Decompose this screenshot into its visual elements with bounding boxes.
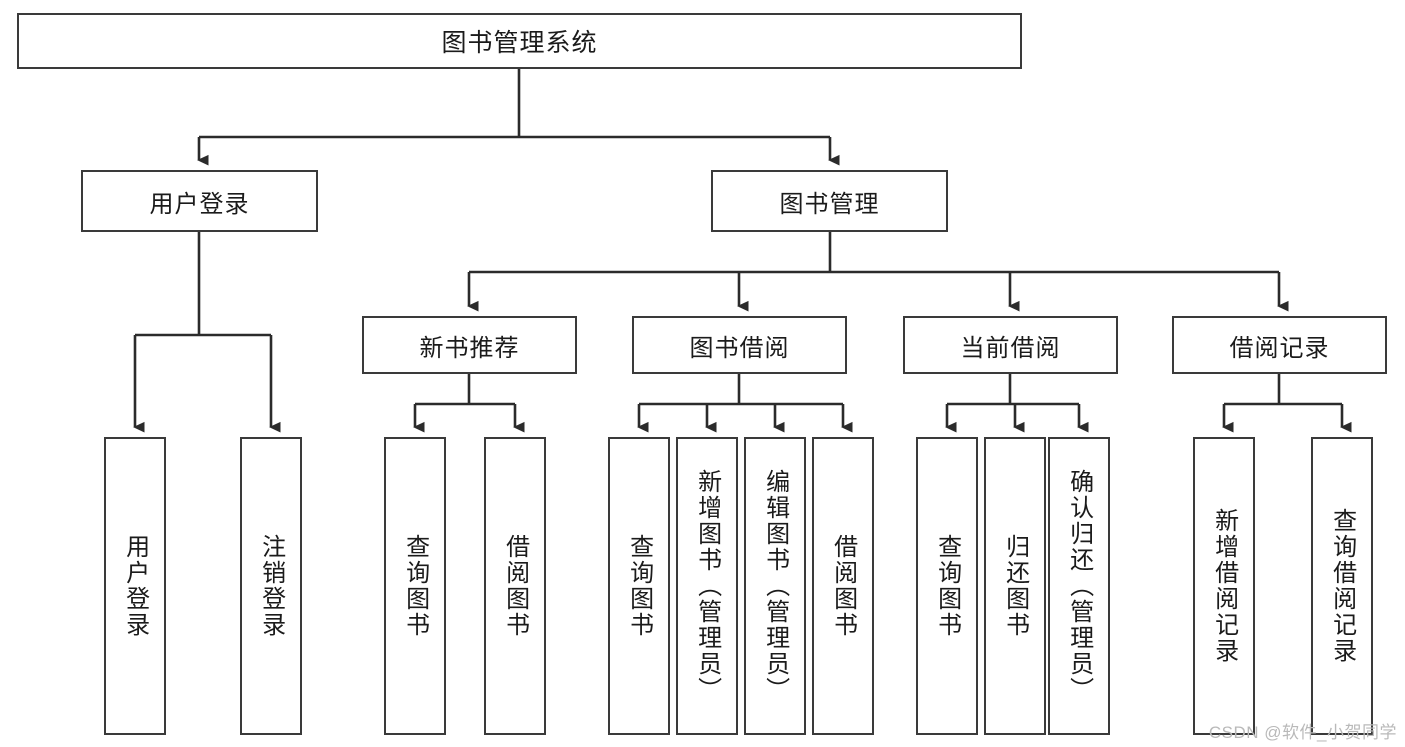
node-label: 查询借阅记录: [1328, 508, 1356, 664]
leaf-user-login-logout[interactable]: 注销登录: [240, 437, 302, 735]
leaf-user-login-login[interactable]: 用户登录: [104, 437, 166, 735]
leaf-new-book-borrow-book[interactable]: 借阅图书: [484, 437, 546, 735]
node-label: 用户登录: [121, 534, 149, 638]
node-book-borrow[interactable]: 图书借阅: [632, 316, 847, 374]
node-label: 借阅记录: [1229, 334, 1330, 362]
leaf-book-borrow-add-book-admin[interactable]: 新增图书（管理员）: [676, 437, 738, 735]
node-label: 查询图书: [933, 534, 961, 638]
node-label: 编辑图书（管理员）: [761, 469, 789, 703]
node-book-management[interactable]: 图书管理: [711, 170, 948, 232]
leaf-book-borrow-edit-book-admin[interactable]: 编辑图书（管理员）: [744, 437, 806, 735]
node-label: 图书借阅: [689, 334, 790, 362]
node-label: 图书管理: [779, 190, 880, 218]
node-label: 用户登录: [149, 190, 250, 218]
node-label: 借阅图书: [501, 534, 529, 638]
node-label: 查询图书: [401, 534, 429, 638]
leaf-current-borrow-query-book[interactable]: 查询图书: [916, 437, 978, 735]
leaf-current-borrow-return-book[interactable]: 归还图书: [984, 437, 1046, 735]
leaf-borrow-record-add-record[interactable]: 新增借阅记录: [1193, 437, 1255, 735]
node-label: 注销登录: [257, 534, 285, 638]
node-label: 归还图书: [1001, 534, 1029, 638]
node-user-login[interactable]: 用户登录: [81, 170, 318, 232]
leaf-borrow-record-query-record[interactable]: 查询借阅记录: [1311, 437, 1373, 735]
node-current-borrow[interactable]: 当前借阅: [903, 316, 1118, 374]
leaf-book-borrow-query-book[interactable]: 查询图书: [608, 437, 670, 735]
node-label: 当前借阅: [960, 334, 1061, 362]
node-new-book-recommend[interactable]: 新书推荐: [362, 316, 577, 374]
node-borrow-record[interactable]: 借阅记录: [1172, 316, 1387, 374]
node-label: 查询图书: [625, 534, 653, 638]
node-label: 图书管理系统: [441, 29, 598, 57]
node-label: 借阅图书: [829, 534, 857, 638]
csdn-watermark: CSDN @软件_小贺同学: [1208, 723, 1397, 742]
leaf-new-book-query-book[interactable]: 查询图书: [384, 437, 446, 735]
leaf-current-borrow-confirm-return-admin[interactable]: 确认归还（管理员）: [1048, 437, 1110, 735]
node-label: 新书推荐: [419, 334, 520, 362]
node-label: 新增借阅记录: [1210, 508, 1238, 664]
node-label: 新增图书（管理员）: [693, 469, 721, 703]
node-root-book-management-system[interactable]: 图书管理系统: [17, 13, 1022, 69]
node-label: 确认归还（管理员）: [1065, 469, 1093, 703]
leaf-book-borrow-borrow-book[interactable]: 借阅图书: [812, 437, 874, 735]
